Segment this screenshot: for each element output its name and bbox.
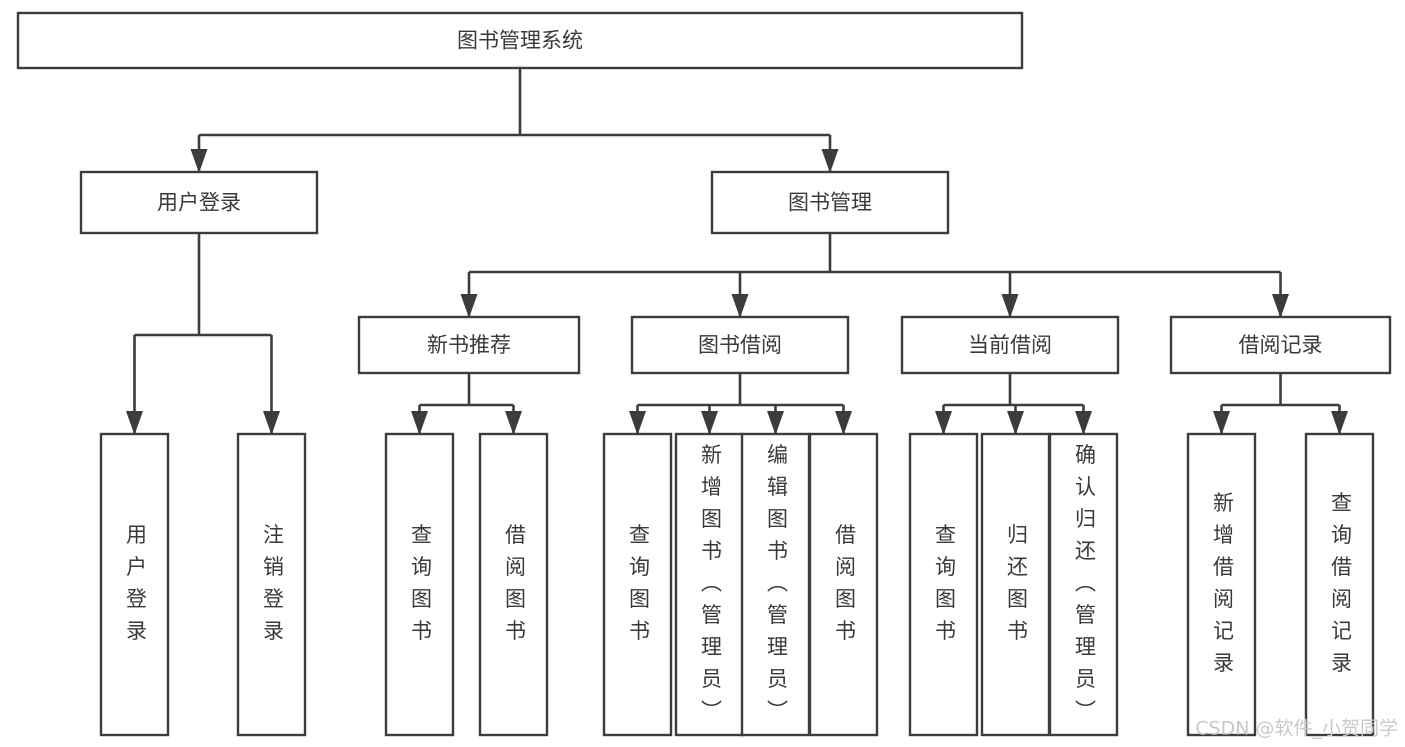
- arrow-icon: [1331, 411, 1348, 435]
- node-l3-6[interactable]: 编辑图书（管理员）: [740, 432, 811, 737]
- node-label: 注销登录: [261, 524, 285, 646]
- node-box[interactable]: [236, 432, 307, 737]
- node-box[interactable]: [1169, 315, 1392, 375]
- node-root[interactable]: 图书管理系统: [16, 11, 1024, 70]
- node-l3-3[interactable]: 借阅图书: [478, 432, 549, 737]
- arrow-icon: [731, 294, 749, 318]
- node-box[interactable]: [1048, 432, 1119, 737]
- node-l2-2[interactable]: 当前借阅: [900, 315, 1120, 375]
- node-label: 归还图书: [1005, 524, 1029, 646]
- arrow-icon: [629, 411, 646, 435]
- node-label: 确认归还（管理员）: [1073, 444, 1097, 726]
- node-label: 借阅图书: [503, 524, 527, 646]
- node-l2-0[interactable]: 新书推荐: [357, 315, 581, 375]
- node-box[interactable]: [900, 315, 1120, 375]
- node-box[interactable]: [1304, 432, 1375, 737]
- edge-group-l1-1: [460, 233, 1289, 318]
- node-box[interactable]: [99, 432, 170, 737]
- edge-group-l2-2: [935, 373, 1092, 435]
- node-box[interactable]: [710, 170, 950, 235]
- nodes-layer: 图书管理系统用户登录图书管理新书推荐图书借阅当前借阅借阅记录用户登录注销登录查询…: [16, 11, 1392, 737]
- node-l2-1[interactable]: 图书借阅: [630, 315, 850, 375]
- node-label: 新增图书（管理员）: [699, 444, 723, 726]
- node-label: 查询图书: [409, 524, 433, 646]
- node-label: 图书管理系统: [457, 29, 583, 53]
- arrow-icon: [1272, 294, 1289, 318]
- node-label: 查询借阅记录: [1329, 492, 1353, 678]
- node-l3-12[interactable]: 查询借阅记录: [1304, 432, 1375, 737]
- arrow-icon: [1213, 411, 1230, 435]
- arrow-icon: [190, 149, 208, 173]
- node-box[interactable]: [1186, 432, 1257, 737]
- node-l3-11[interactable]: 新增借阅记录: [1186, 432, 1257, 737]
- node-label: 当前借阅: [968, 333, 1052, 357]
- node-l3-2[interactable]: 查询图书: [384, 432, 455, 737]
- node-l3-0[interactable]: 用户登录: [99, 432, 170, 737]
- node-box[interactable]: [808, 432, 879, 737]
- arrow-icon: [835, 411, 852, 435]
- node-label: 图书借阅: [698, 333, 782, 357]
- node-box[interactable]: [602, 432, 673, 737]
- node-box[interactable]: [357, 315, 581, 375]
- arrow-icon: [821, 149, 839, 173]
- arrow-icon: [1001, 294, 1019, 318]
- edge-group-l2-3: [1213, 373, 1348, 435]
- edge-group-l2-0: [411, 373, 522, 435]
- node-l1-1[interactable]: 图书管理: [710, 170, 950, 235]
- node-box[interactable]: [384, 432, 455, 737]
- node-l3-10[interactable]: 确认归还（管理员）: [1048, 432, 1119, 737]
- arrow-icon: [460, 294, 478, 318]
- arrow-icon: [767, 411, 784, 435]
- node-label: 编辑图书（管理员）: [765, 444, 789, 726]
- node-l3-8[interactable]: 查询图书: [908, 432, 979, 737]
- node-box[interactable]: [740, 432, 811, 737]
- edges-layer: [126, 68, 1348, 435]
- arrow-icon: [126, 411, 143, 435]
- node-label: 图书管理: [788, 191, 872, 215]
- node-label: 用户登录: [124, 524, 148, 646]
- node-box[interactable]: [79, 170, 319, 235]
- node-l3-7[interactable]: 借阅图书: [808, 432, 879, 737]
- node-l2-3[interactable]: 借阅记录: [1169, 315, 1392, 375]
- arrow-icon: [1007, 411, 1024, 435]
- edge-group-l1-0: [126, 233, 280, 435]
- node-box[interactable]: [980, 432, 1051, 737]
- node-l1-0[interactable]: 用户登录: [79, 170, 319, 235]
- node-l3-9[interactable]: 归还图书: [980, 432, 1051, 737]
- node-l3-4[interactable]: 查询图书: [602, 432, 673, 737]
- node-label: 用户登录: [157, 191, 241, 215]
- node-label: 借阅图书: [833, 524, 857, 646]
- node-label: 查询图书: [933, 524, 957, 646]
- node-box[interactable]: [908, 432, 979, 737]
- edge-group-root: [190, 68, 839, 173]
- arrow-icon: [1075, 411, 1092, 435]
- arrow-icon: [701, 411, 718, 435]
- arrow-icon: [263, 411, 280, 435]
- node-box[interactable]: [16, 11, 1024, 70]
- node-box[interactable]: [478, 432, 549, 737]
- node-label: 新增借阅记录: [1211, 492, 1235, 678]
- arrow-icon: [935, 411, 952, 435]
- node-label: 借阅记录: [1239, 333, 1323, 357]
- node-box[interactable]: [630, 315, 850, 375]
- edge-group-l2-1: [629, 373, 852, 435]
- node-label: 新书推荐: [427, 333, 511, 357]
- node-label: 查询图书: [627, 524, 651, 646]
- arrow-icon: [505, 411, 522, 435]
- watermark-text: CSDN @软件_小贺同学: [1195, 718, 1398, 740]
- node-l3-5[interactable]: 新增图书（管理员）: [674, 432, 745, 737]
- arrow-icon: [411, 411, 428, 435]
- node-l3-1[interactable]: 注销登录: [236, 432, 307, 737]
